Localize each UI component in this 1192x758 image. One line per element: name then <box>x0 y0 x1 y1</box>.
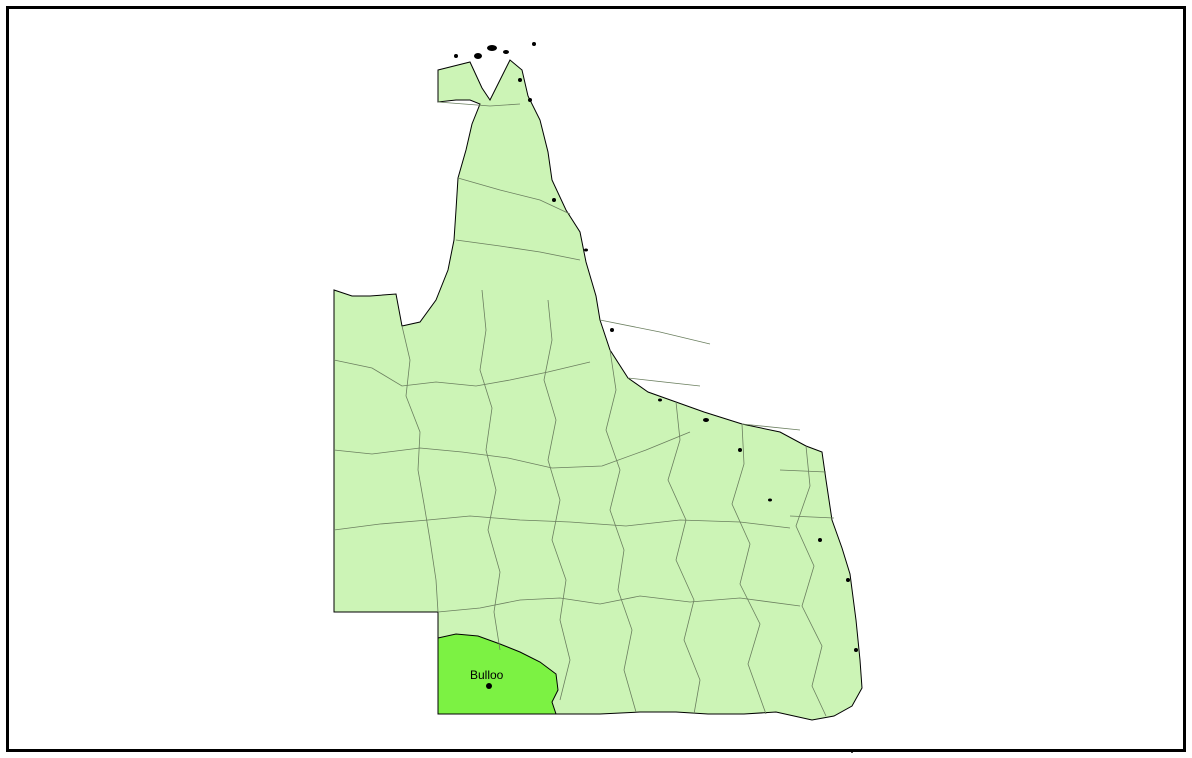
council-boundaries <box>333 101 835 717</box>
bulloo-marker-icon <box>486 683 492 689</box>
state-outline <box>333 59 863 721</box>
coastal-islands <box>454 42 858 753</box>
bulloo-label: Bulloo <box>470 668 504 682</box>
bulloo-region[interactable] <box>437 633 559 715</box>
